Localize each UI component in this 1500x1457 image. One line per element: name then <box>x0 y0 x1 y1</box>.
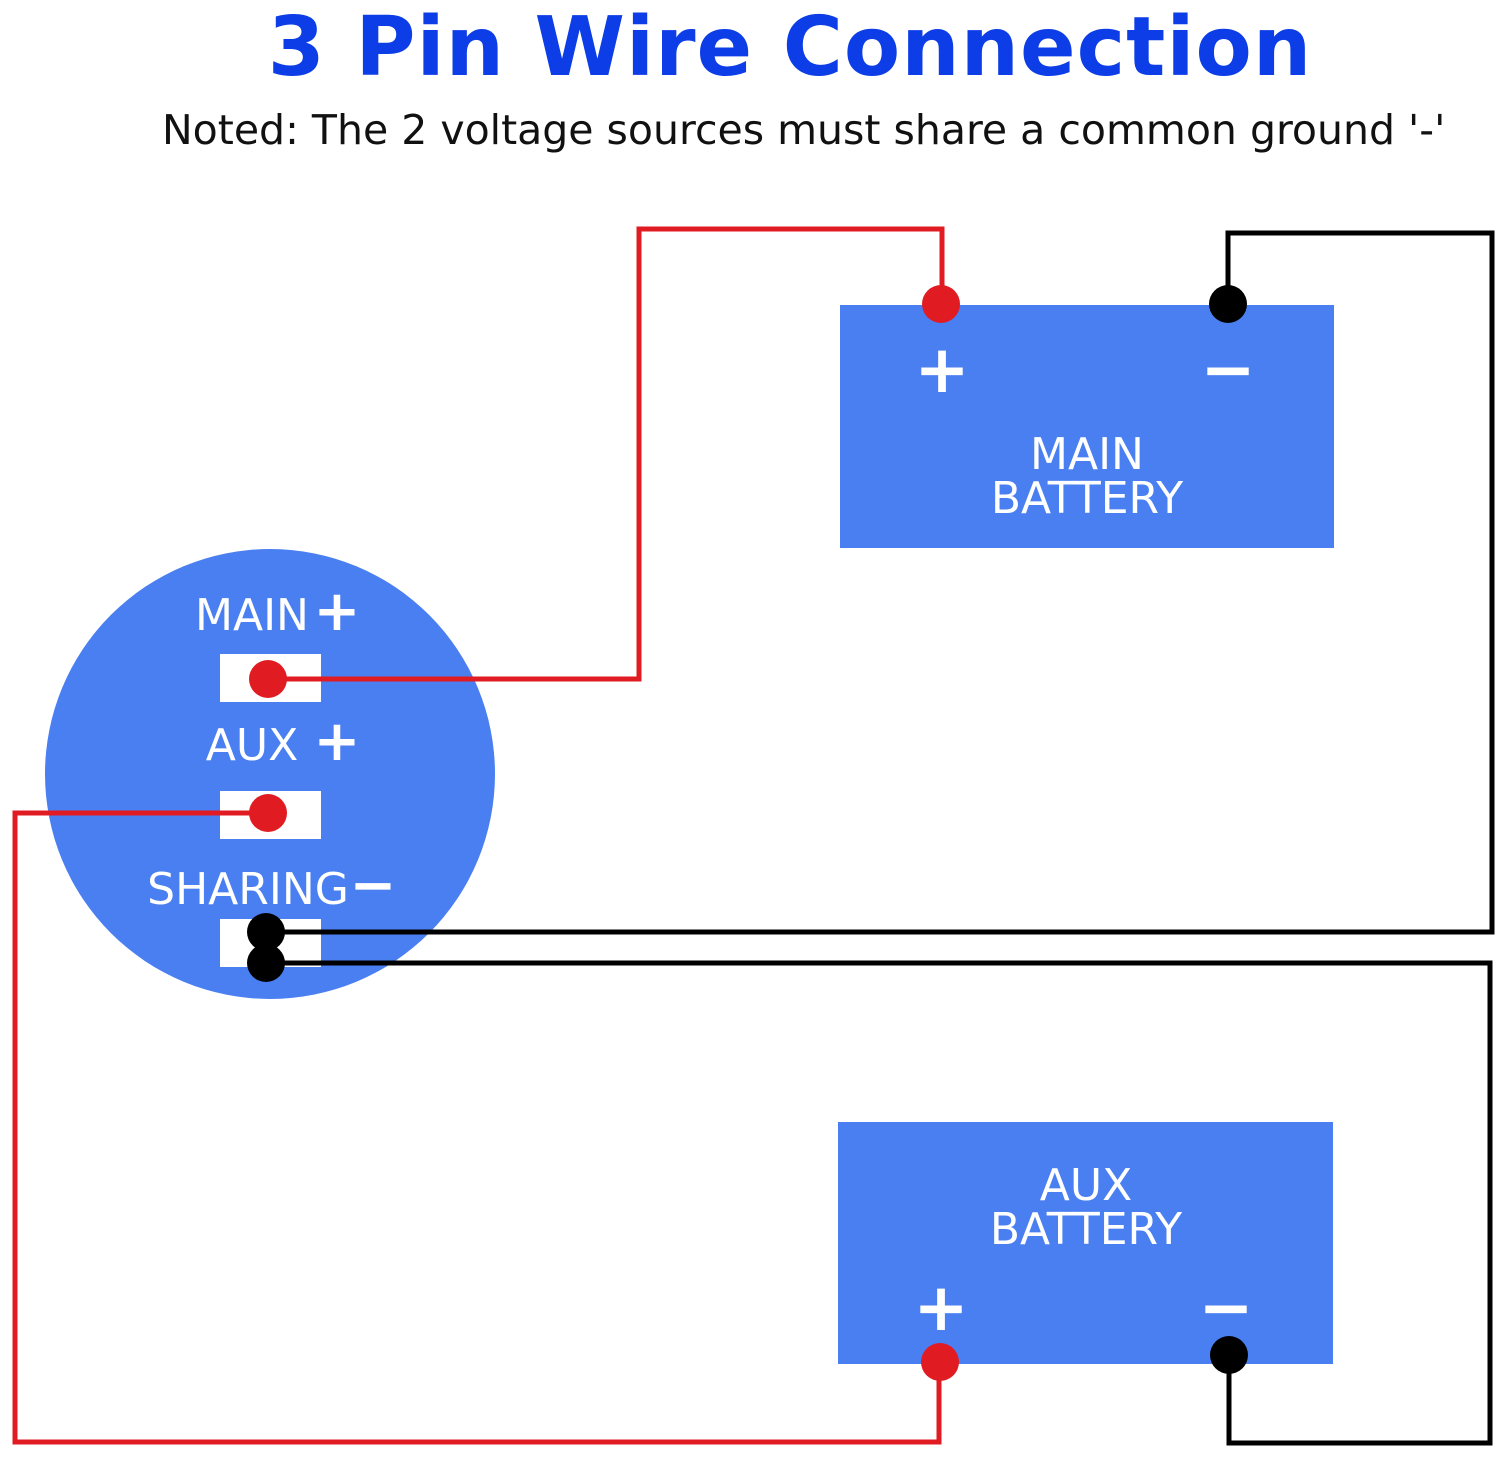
connector-label-aux: AUX <box>206 720 298 771</box>
main-battery-minus-sign: − <box>1200 331 1255 408</box>
aux-battery-label-line2: BATTERY <box>990 1204 1182 1255</box>
main-negative-wire <box>266 230 1495 935</box>
sharing-pin-terminal-dot-aux <box>247 944 285 982</box>
ground-note: Noted: The 2 voltage sources must share … <box>162 106 1446 154</box>
connector-label-sharing: SHARING <box>147 864 349 915</box>
page-title: 3 Pin Wire Connection <box>267 0 1313 95</box>
aux-battery-positive-terminal <box>921 1343 959 1381</box>
connector-sign-main: + <box>314 579 361 644</box>
aux-battery-plus-sign: + <box>913 1269 968 1346</box>
main-battery-positive-terminal <box>922 285 960 323</box>
main-battery-body <box>840 305 1334 548</box>
main-pin-terminal-dot <box>249 660 287 698</box>
connector-label-main: MAIN <box>195 590 309 641</box>
main-battery-plus-sign: + <box>914 331 969 408</box>
main-positive-wire <box>268 226 945 682</box>
aux-battery-label-line1: AUX <box>1040 1160 1132 1211</box>
connector-sign-sharing: − <box>350 853 397 918</box>
aux-negative-wire <box>266 960 1493 1446</box>
aux-battery-negative-terminal <box>1210 1336 1248 1374</box>
connector-sign-aux: + <box>314 709 361 774</box>
aux-battery-body <box>838 1122 1333 1364</box>
main-battery-label-line2: BATTERY <box>991 473 1183 524</box>
aux-pin-terminal-dot <box>249 794 287 832</box>
aux-battery-minus-sign: − <box>1198 1269 1253 1346</box>
sharing-pin-terminal-dot-main <box>247 913 285 951</box>
main-battery-label-line1: MAIN <box>1030 429 1144 480</box>
main-battery-negative-terminal <box>1209 285 1247 323</box>
connector-body <box>45 549 495 999</box>
aux-positive-wire <box>12 810 942 1445</box>
